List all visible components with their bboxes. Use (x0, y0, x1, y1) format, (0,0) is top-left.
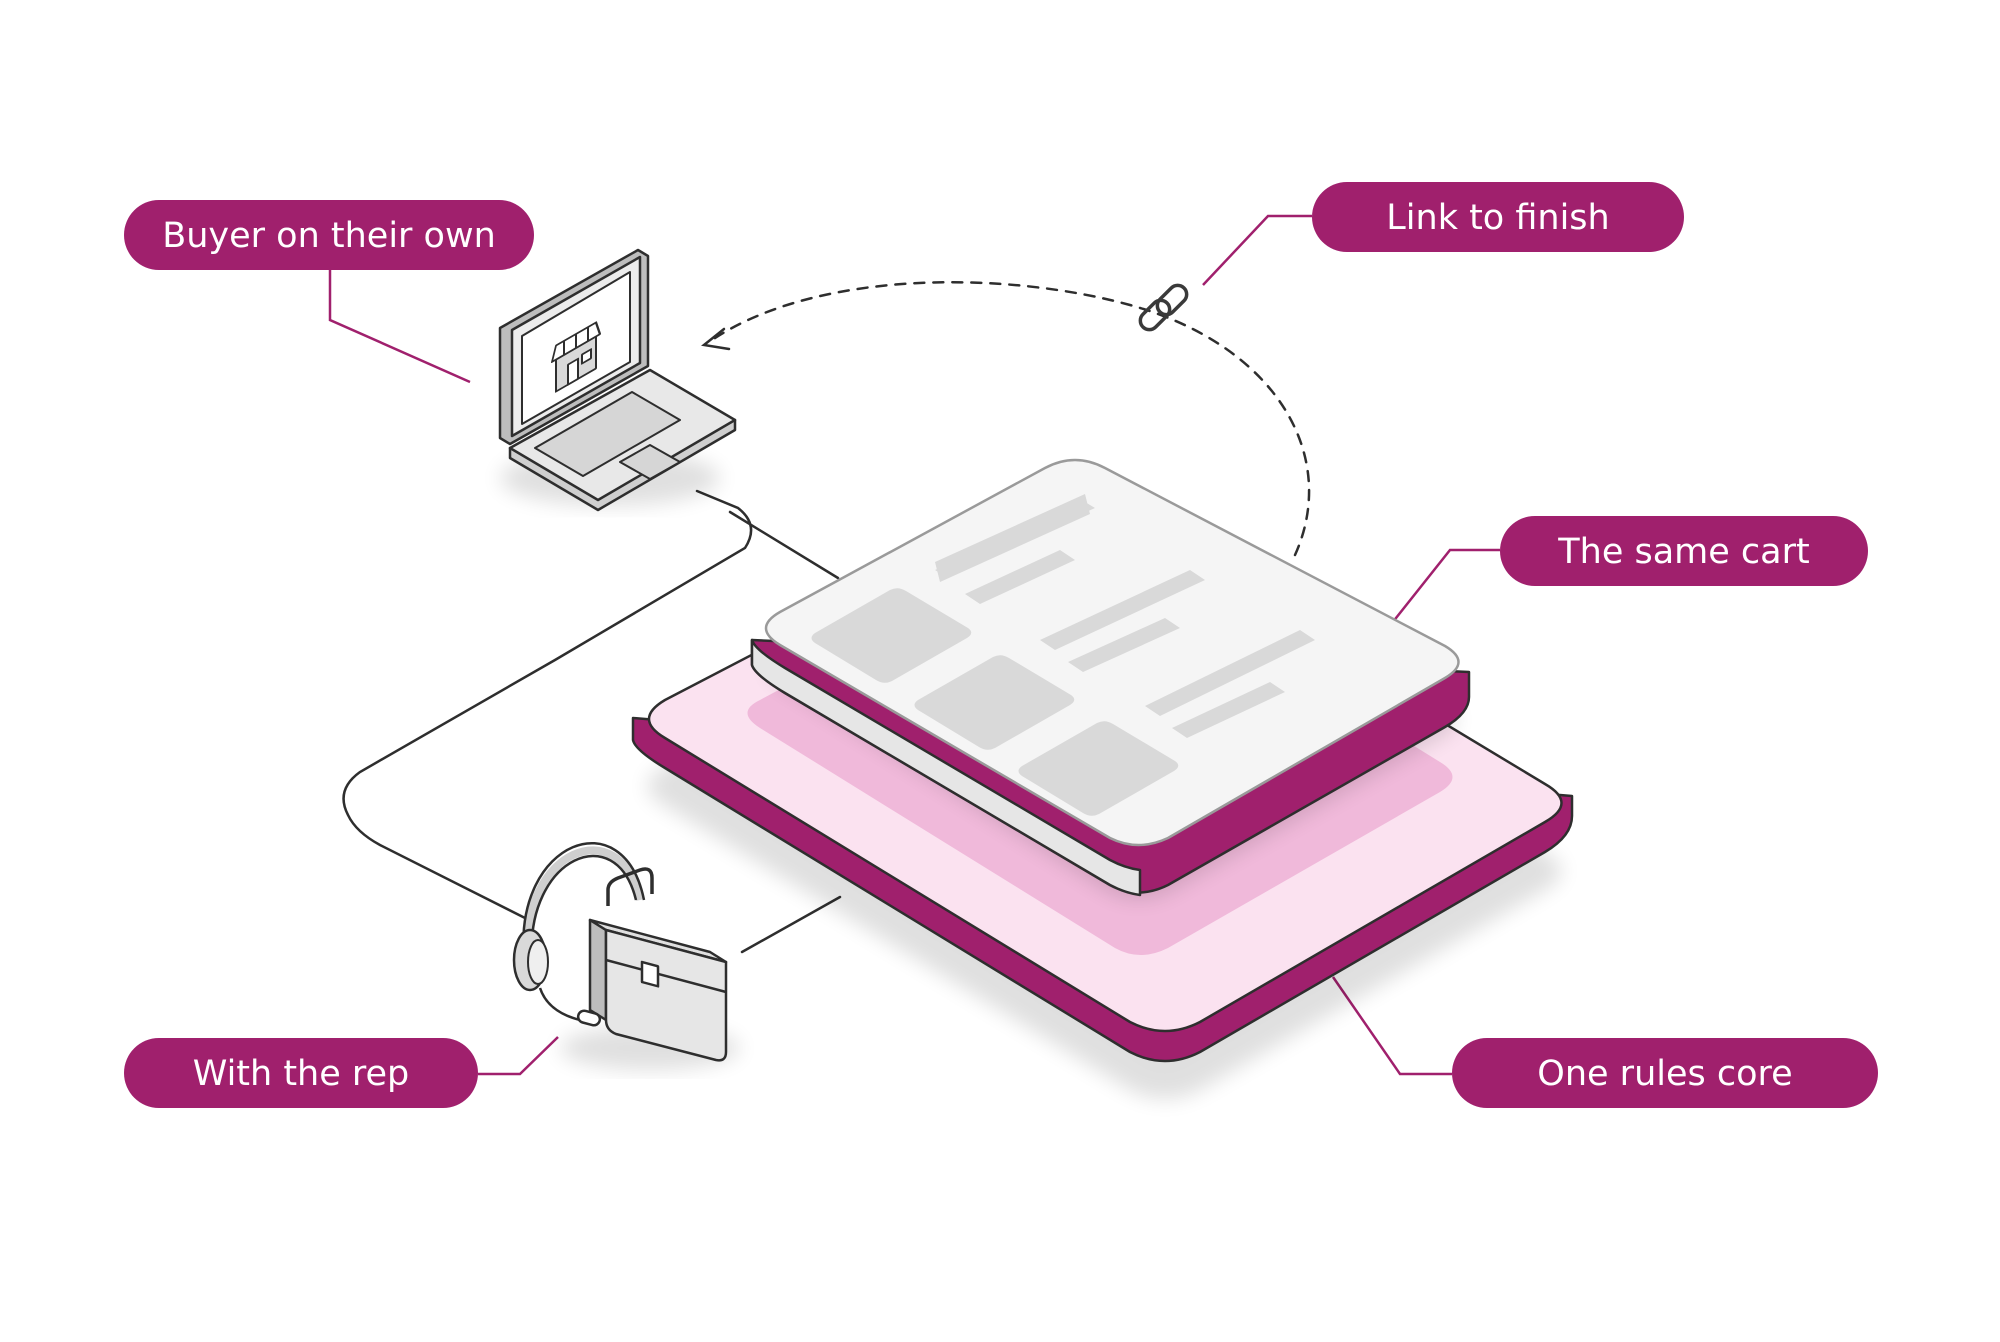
product-thumbnail (1018, 721, 1179, 816)
label-link: Link to finish (1312, 182, 1684, 252)
label-rep-pill (124, 1038, 478, 1108)
text-bar (1068, 618, 1180, 672)
headset-band (523, 846, 644, 959)
briefcase-handle (606, 867, 654, 906)
headset-mic (576, 1009, 602, 1027)
briefcase-clasp (640, 960, 660, 988)
label-buyer-text: Buyer on their own (162, 216, 496, 256)
cart-line-items (811, 494, 1315, 816)
text-bar (965, 550, 1075, 604)
label-rep: With the rep (124, 1038, 478, 1108)
label-link-pill (1312, 182, 1684, 252)
platform-stack (631, 458, 1574, 1099)
text-bar (935, 494, 1090, 582)
laptop-keyboard (534, 391, 681, 477)
headset-ear-cup-inner (527, 939, 549, 985)
label-core: One rules core (1452, 1038, 1878, 1108)
rep-to-cart-line (740, 895, 842, 954)
cart-card-side-light (750, 638, 1142, 897)
label-cart-text: The same cart (1557, 532, 1809, 572)
product-thumbnail (811, 588, 972, 683)
core-leader-line (1331, 976, 1452, 1076)
label-core-pill (1452, 1038, 1878, 1108)
label-link-text: Link to finish (1386, 198, 1609, 238)
label-buyer: Buyer on their own (124, 200, 534, 270)
connectors (342, 281, 1311, 954)
label-cart: The same cart (1500, 516, 1868, 586)
rep-leader-line (478, 1036, 559, 1076)
storefront-icon (551, 321, 601, 393)
laptop-storefront-icon (498, 248, 737, 512)
briefcase-side (588, 918, 608, 1022)
cart-leader-line (1391, 548, 1500, 624)
briefcase-front (604, 928, 728, 1062)
headset-briefcase-icon (512, 842, 740, 1070)
laptop-trackpad (619, 444, 681, 480)
text-bar (1145, 630, 1315, 716)
link-dashed-arc (710, 281, 1311, 557)
label-cart-pill (1500, 516, 1868, 586)
chain-link-icon (1138, 283, 1189, 332)
arc-arrowhead (701, 327, 731, 351)
label-rep-text: With the rep (193, 1054, 410, 1094)
text-bar (1040, 570, 1205, 650)
headset-mic-boom (538, 987, 581, 1022)
briefcase-seam (605, 958, 727, 994)
product-thumbnail (914, 655, 1075, 750)
buyer-leader-line (328, 268, 471, 384)
label-core-text: One rules core (1537, 1054, 1792, 1094)
link-leader-line (1202, 214, 1312, 286)
text-bar (1172, 682, 1285, 738)
leader-lines (328, 214, 1500, 1076)
label-buyer-pill (124, 200, 534, 270)
cart-to-laptop-line (728, 510, 840, 580)
